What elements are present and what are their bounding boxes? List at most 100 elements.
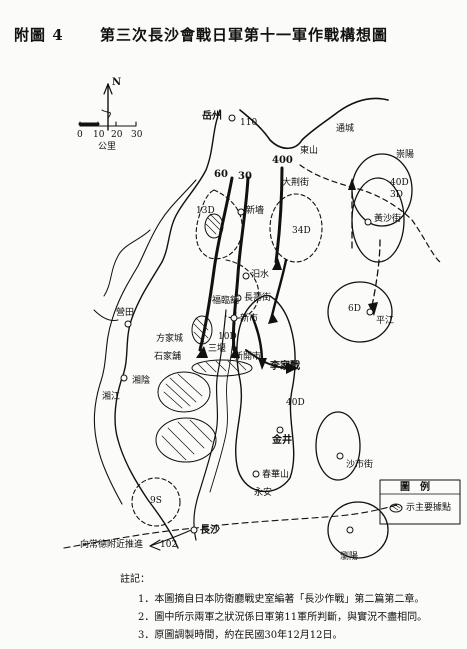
pos-sw <box>131 477 181 527</box>
place-shasha: 沙市街 <box>346 460 374 470</box>
stronghold-hatched-1 <box>204 213 224 239</box>
stronghold-hatched-4 <box>157 371 211 413</box>
notes-block: 註記： <box>120 570 150 590</box>
place-changshou: 長壽街 <box>244 293 272 303</box>
thrust-center <box>231 176 250 352</box>
southern-front <box>63 503 401 549</box>
city-pingjiang <box>366 308 374 316</box>
stronghold-hatched-3 <box>191 359 253 377</box>
city-liuyang <box>346 526 354 534</box>
stronghold-hatched-2 <box>191 315 213 345</box>
place-fangjia: 方家城 <box>156 334 184 344</box>
unit-6d: 6D <box>348 304 361 314</box>
arrowhead-south <box>368 302 378 316</box>
legend-symbol <box>389 503 403 513</box>
place-jinjing: 金井 <box>272 435 292 446</box>
pos-se <box>315 411 361 481</box>
stronghold-hatched-5 <box>155 417 217 463</box>
direction-note: 向常德附近推進 <box>80 540 144 550</box>
city-yanjia <box>364 218 372 226</box>
jp-zone-mid <box>225 259 260 319</box>
place-mintian: 營田 <box>116 308 135 318</box>
scale-tick-20: 20 <box>111 130 123 140</box>
place-chunhuashan: 春華山 <box>262 470 290 480</box>
unit-40d: 40D <box>390 178 409 188</box>
city-chunhuashan <box>252 470 260 478</box>
scale-tick-0: 0 <box>77 130 83 140</box>
coastline-east <box>299 164 441 263</box>
place-changsha: 長沙 <box>200 525 220 536</box>
place-xiangyin: 湘陰 <box>132 376 151 386</box>
xiang-river <box>193 309 227 541</box>
place-yanjia: 黃沙街 <box>374 214 402 224</box>
note-3: 3．原圖調製時間，約在民國30年12月12日。 <box>138 630 343 641</box>
unit-10d: 10D <box>218 332 237 342</box>
thrust-yongan <box>250 314 264 364</box>
arrowhead-west <box>196 346 208 358</box>
notes-heading: 註記： <box>120 574 150 585</box>
city-xinqiang <box>237 208 245 216</box>
place-bijiang: 通城 <box>336 124 355 134</box>
legend-frame <box>379 479 461 525</box>
place-fuliu: 湘江 <box>102 392 121 402</box>
thrust-south-dashed <box>371 239 381 307</box>
notes-list: 1．本圖摘自日本防衛廳戰史室編著「長沙作戰」第二篇第二章。 <box>138 590 424 610</box>
lake-outline <box>93 229 151 321</box>
notes-list-3: 3．原圖調製時間，約在民國30年12月12日。 <box>138 626 343 646</box>
unit-3d: 3D <box>390 190 403 200</box>
legend-item: 示主要據點 <box>406 503 452 513</box>
scale-tick-30: 30 <box>131 130 143 140</box>
west-shore <box>114 109 221 549</box>
arrowhead-east-b <box>268 312 278 324</box>
unit-13d: 13D <box>196 206 215 216</box>
place-lushui: 汨水 <box>251 270 270 280</box>
arrowhead-east <box>272 258 282 270</box>
note-1: 1．本圖摘自日本防衛廳戰史室編著「長沙作戰」第二篇第二章。 <box>138 594 425 605</box>
thrust-east <box>274 166 284 264</box>
city-xinshi <box>230 314 238 322</box>
city-changsha <box>190 526 198 534</box>
place-xinshi: 新市 <box>240 314 259 324</box>
city-changshou <box>234 294 242 302</box>
city-lushui <box>242 272 250 280</box>
pos-east <box>351 177 405 263</box>
legend-title: 圖 例 <box>400 482 430 493</box>
city-mintian <box>124 320 132 328</box>
unit-30: 30 <box>238 171 252 182</box>
place-moudu: 三堰 <box>208 344 227 354</box>
city-yueyang <box>228 114 236 122</box>
unit-34d: 34D <box>292 226 311 236</box>
unit-110: 110 <box>240 118 258 128</box>
unit-40d2: 40D <box>286 398 305 408</box>
arrowhead-center <box>230 346 240 358</box>
unit-400: 400 <box>272 155 293 166</box>
pos-east2 <box>327 281 393 343</box>
coastline-north <box>239 97 389 150</box>
place-xiangyang: 福臨舖 <box>212 296 240 306</box>
jin-loop <box>235 294 296 493</box>
figure-label: 附圖 4 <box>14 26 64 44</box>
pos-mid <box>269 193 323 263</box>
place-xinqiang: 新墻 <box>246 206 265 216</box>
thrust-east-b <box>270 258 288 318</box>
north-arrow-tail <box>101 109 111 119</box>
thrust-west <box>198 176 234 352</box>
place-yueyang: 岳州 <box>202 111 222 122</box>
figure-title: 第三次長沙會戰日軍第十一軍作戰構想圖 <box>100 26 389 44</box>
north-arrow-head <box>103 83 113 95</box>
place-zhoushan: 石家舗 <box>154 352 182 362</box>
dir-arrow-head <box>149 539 161 551</box>
unit-60: 60 <box>214 169 228 180</box>
place-yongan: 永安 <box>254 488 273 498</box>
city-xiangyin <box>120 374 128 382</box>
arrowhead-bottom <box>286 362 298 374</box>
place-shidianwan: 新開市 <box>234 352 262 362</box>
jp-zone-north <box>195 189 243 260</box>
arrowhead-yongan <box>258 358 267 370</box>
place-chongyang: 崇陽 <box>396 150 415 160</box>
city-shasha <box>336 452 344 460</box>
pos-liuyang <box>327 501 389 559</box>
place-dongshan: 東山 <box>300 146 319 156</box>
place-louzhu: 大荆街 <box>282 178 310 188</box>
